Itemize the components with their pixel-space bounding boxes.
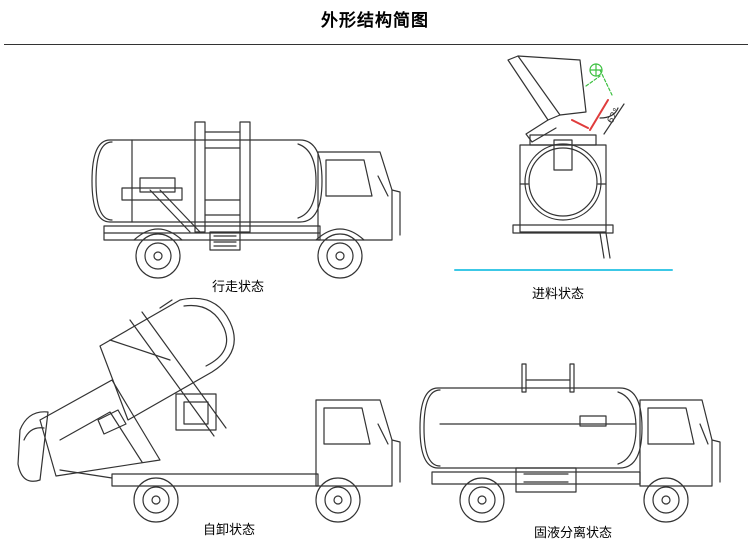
truck-separation-state — [419, 363, 721, 523]
caption-dumping: 自卸状态 — [203, 523, 256, 538]
truck-dumping-state — [17, 297, 401, 523]
caption-separation: 固液分离状态 — [534, 526, 613, 541]
truck-loading-state — [454, 55, 673, 271]
caption-driving: 行走状态 — [212, 280, 265, 295]
page-title: 外形结构简图 — [321, 11, 429, 31]
title-divider — [4, 44, 748, 45]
caption-loading: 进料状态 — [532, 287, 585, 302]
truck-driving-state — [91, 121, 401, 279]
